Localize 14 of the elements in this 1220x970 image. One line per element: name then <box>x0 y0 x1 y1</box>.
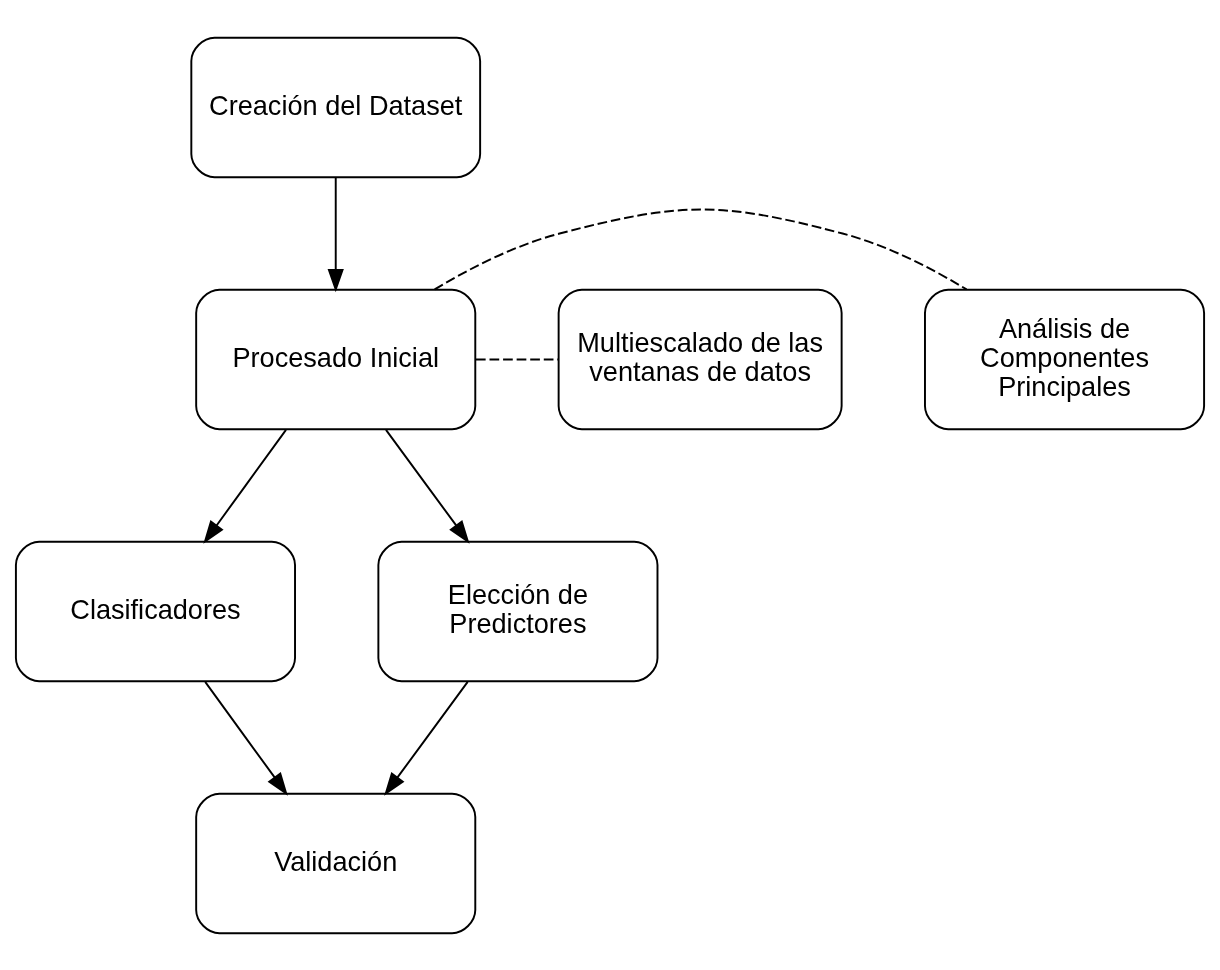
node-box: Multiescalado de las ventanas de datos <box>557 288 843 430</box>
node-box: Creación del Dataset <box>190 36 482 178</box>
arrow <box>327 176 344 292</box>
arrow <box>203 428 287 544</box>
connector <box>474 358 560 360</box>
node-box: Elección de Predictores <box>377 540 659 682</box>
arrow <box>385 428 470 544</box>
node-box: Clasificadores <box>14 540 296 682</box>
node-box: Procesado Inicial <box>195 288 477 430</box>
node-box: Análisis de Componentes Principales <box>924 288 1206 430</box>
arrow <box>384 680 469 796</box>
node-box: Validación <box>195 792 477 934</box>
connector <box>433 208 968 290</box>
arrow <box>204 680 288 796</box>
